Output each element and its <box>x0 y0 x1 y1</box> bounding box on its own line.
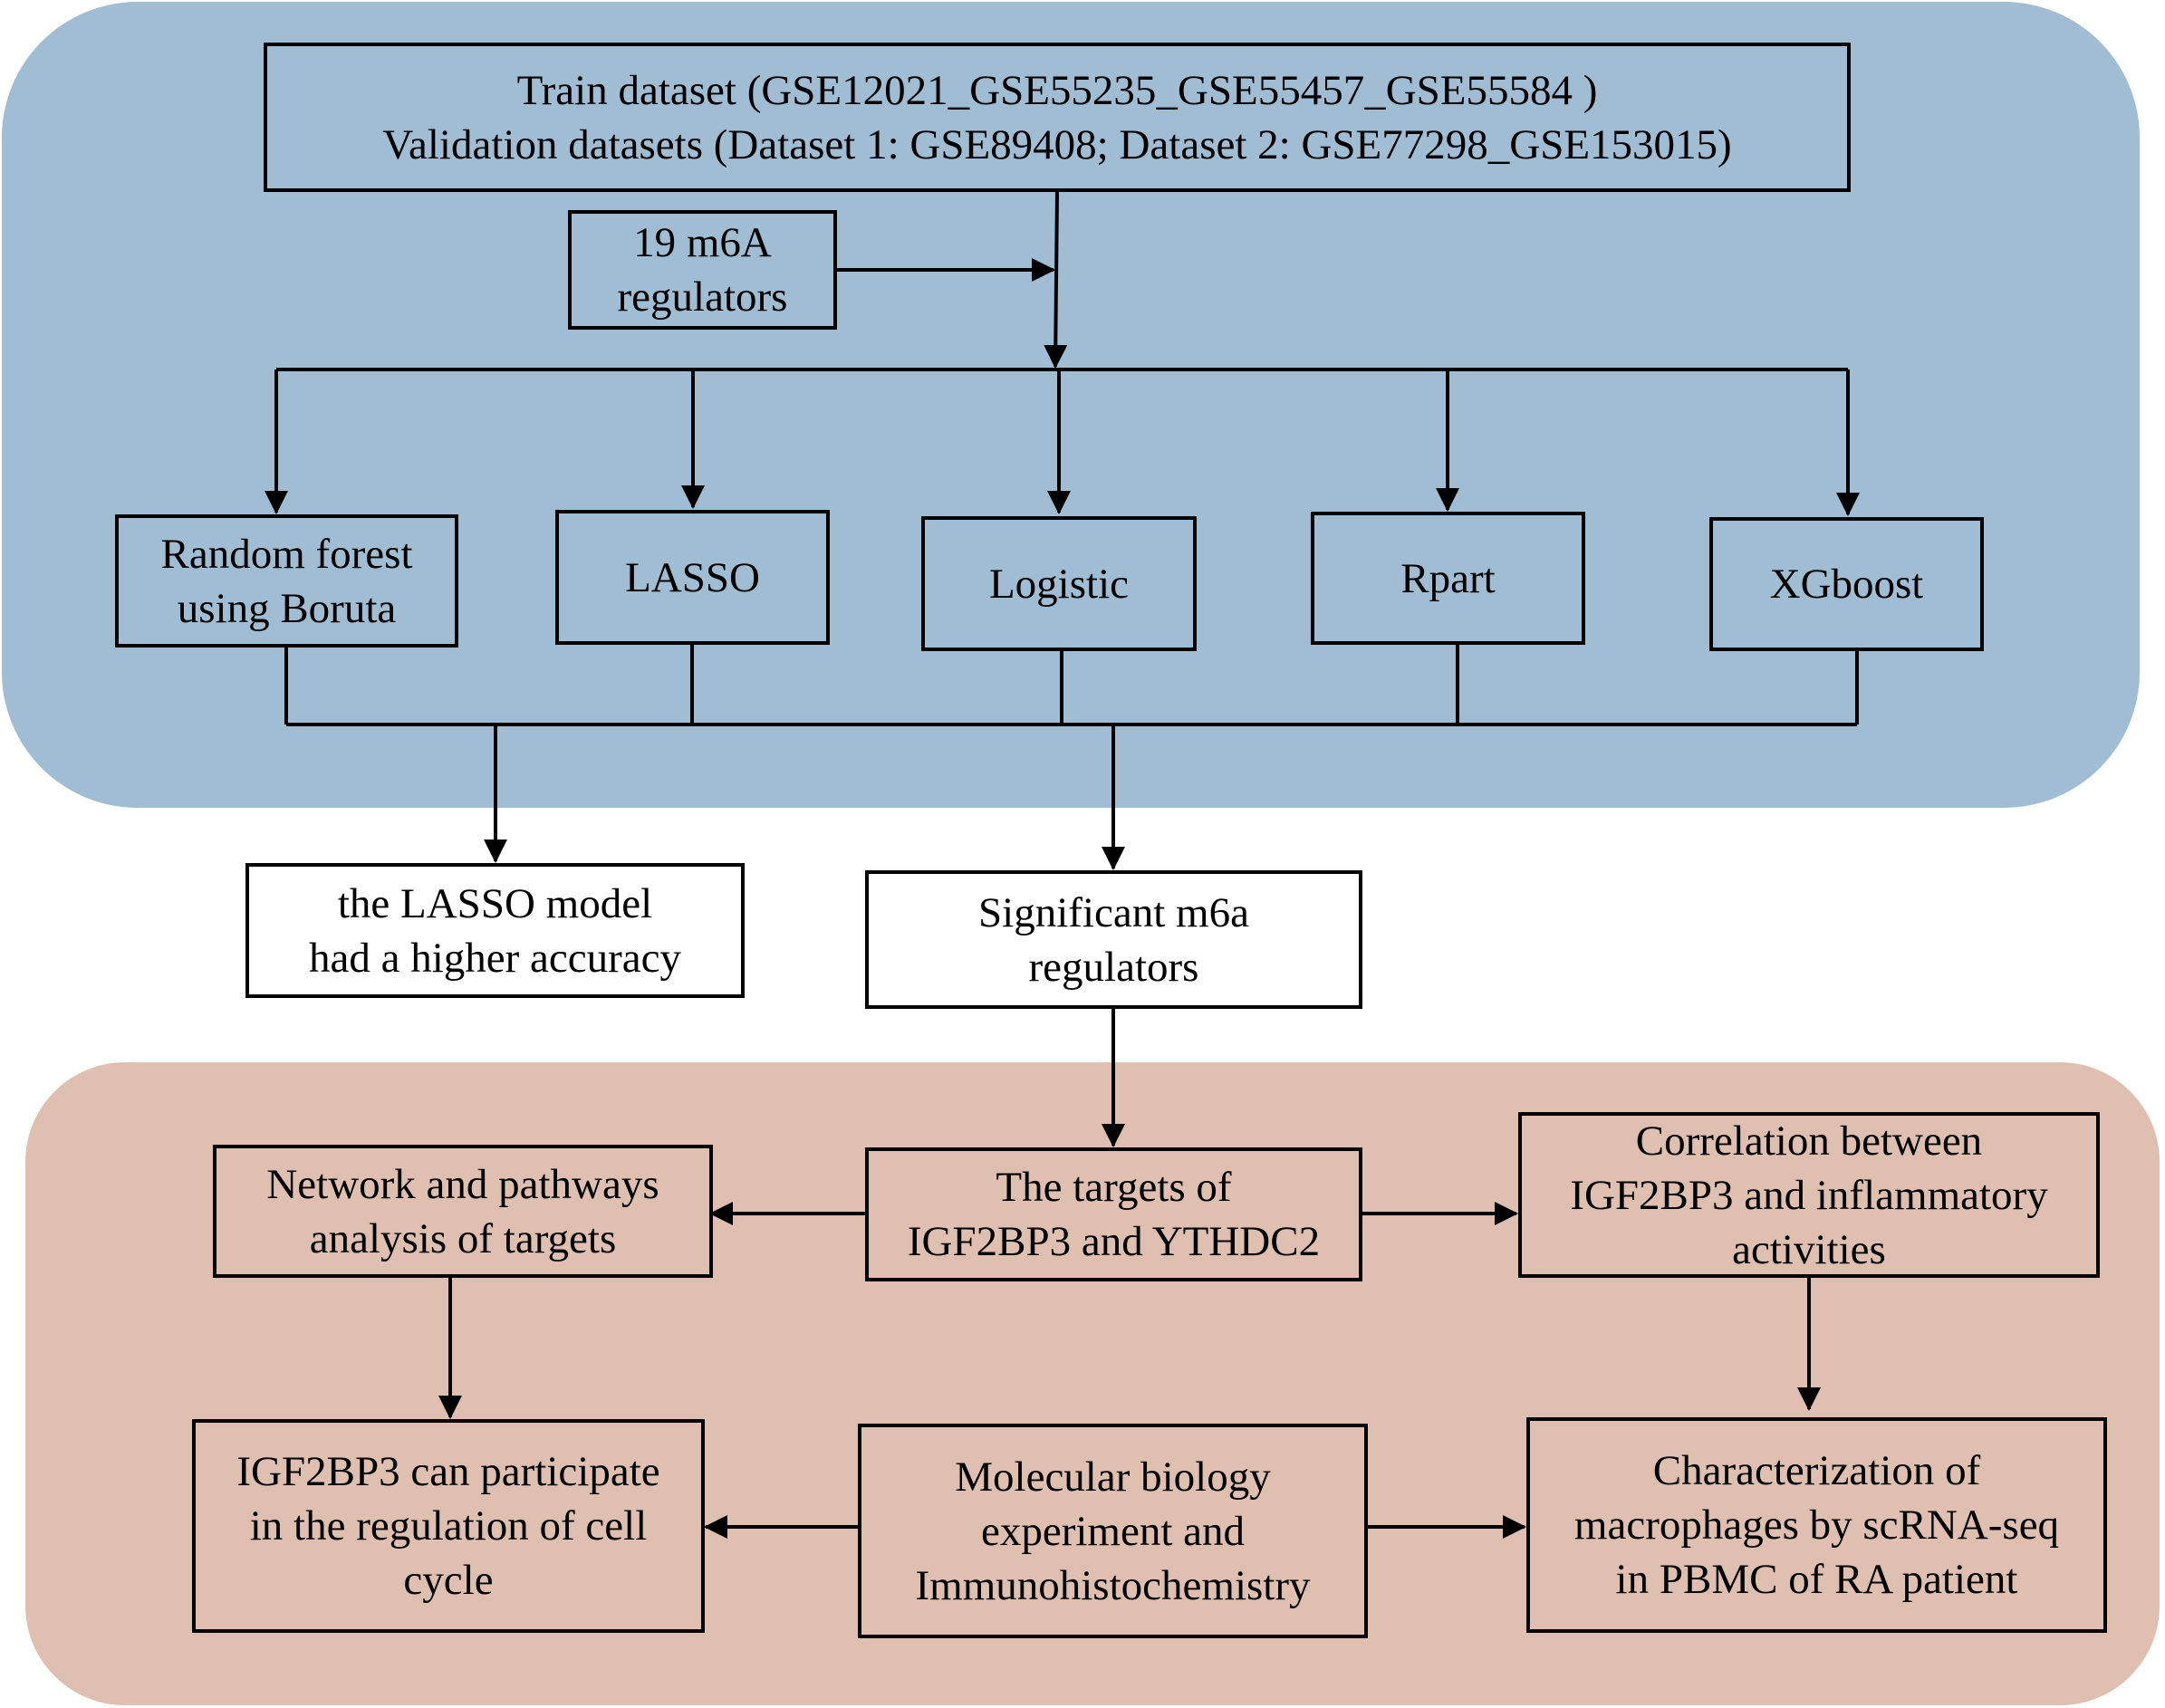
cell-cycle-line3: cycle <box>403 1557 494 1604</box>
m6a-regulators-line1: 19 m6A <box>633 219 772 266</box>
rpart-label: Rpart <box>1400 554 1496 602</box>
cell-cycle-box: IGF2BP3 can participate in the regulatio… <box>192 1419 705 1633</box>
network-line1: Network and pathways <box>266 1160 659 1208</box>
rpart-box: Rpart <box>1311 512 1585 645</box>
validation-section-panel <box>25 1062 2160 1705</box>
lasso-box: LASSO <box>555 510 830 645</box>
molecular-biology-box: Molecular biology experiment and Immunoh… <box>858 1424 1368 1638</box>
molecular-line2: experiment and <box>980 1507 1246 1555</box>
lasso-model-box: the LASSO model had a higher accuracy <box>245 863 745 998</box>
targets-line2: IGF2BP3 and YTHDC2 <box>907 1218 1321 1265</box>
arrow-datasets-to-methods <box>1044 191 1068 369</box>
macrophages-line1: Characterization of <box>1652 1447 1981 1494</box>
datasets-validation-text: Validation datasets (Dataset 1: GSE89408… <box>382 120 1732 168</box>
molecular-line1: Molecular biology <box>955 1453 1271 1501</box>
logistic-box: Logistic <box>921 516 1197 651</box>
random-forest-line2: using Boruta <box>177 584 397 632</box>
macrophages-line3: in PBMC of RA patient <box>1615 1556 2018 1603</box>
network-line2: analysis of targets <box>309 1214 617 1262</box>
targets-box: The targets of IGF2BP3 and YTHDC2 <box>865 1147 1362 1281</box>
lasso-model-line1: the LASSO model <box>337 879 653 927</box>
targets-line1: The targets of <box>996 1164 1232 1211</box>
lasso-label: LASSO <box>625 553 760 601</box>
correlation-box: Correlation between IGF2BP3 and inflamma… <box>1518 1112 2100 1278</box>
significant-line1: Significant m6a <box>978 888 1249 936</box>
m6a-regulators-box: 19 m6A regulators <box>568 210 837 330</box>
significant-line2: regulators <box>1028 943 1199 991</box>
random-forest-line1: Random forest <box>160 530 413 578</box>
correlation-line3: activities <box>1732 1225 1886 1273</box>
logistic-label: Logistic <box>988 560 1130 608</box>
correlation-line1: Correlation between <box>1635 1117 1983 1165</box>
datasets-box: Train dataset (GSE12021_GSE55235_GSE5545… <box>264 43 1851 192</box>
macrophages-line2: macrophages by scRNA-seq <box>1573 1502 2060 1549</box>
random-forest-box: Random forest using Boruta <box>115 514 458 648</box>
xgboost-box: XGboost <box>1709 517 1984 651</box>
significant-regulators-box: Significant m6a regulators <box>865 870 1362 1009</box>
network-analysis-box: Network and pathways analysis of targets <box>213 1145 713 1278</box>
ml-section-panel <box>2 2 2140 808</box>
molecular-line3: Immunohistochemistry <box>915 1561 1311 1609</box>
m6a-regulators-line2: regulators <box>617 273 788 321</box>
cell-cycle-line2: in the regulation of cell <box>249 1502 648 1550</box>
cell-cycle-line1: IGF2BP3 can participate <box>236 1448 660 1495</box>
macrophages-box: Characterization of macrophages by scRNA… <box>1526 1417 2107 1633</box>
correlation-line2: IGF2BP3 and inflammatory <box>1570 1171 2048 1219</box>
lasso-model-line2: had a higher accuracy <box>309 934 681 982</box>
xgboost-label: XGboost <box>1769 561 1924 608</box>
datasets-train-text: Train dataset (GSE12021_GSE55235_GSE5545… <box>516 66 1598 114</box>
